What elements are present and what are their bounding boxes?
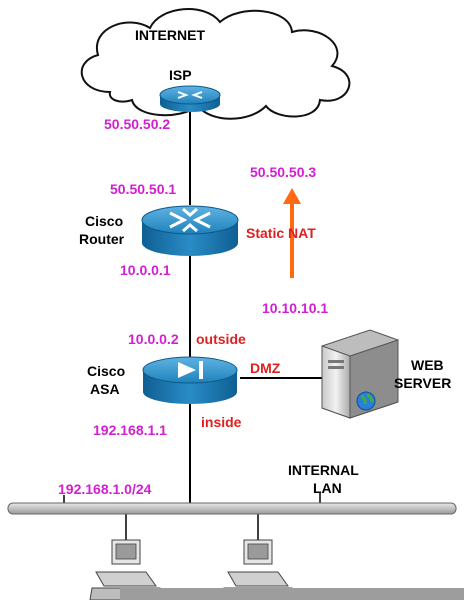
asa-dmz-label: DMZ xyxy=(250,360,281,376)
router-name-2: Router xyxy=(79,231,125,247)
asa-outside-ip: 10.0.0.2 xyxy=(128,331,179,347)
asa-inside-label: inside xyxy=(201,414,242,430)
asa-inside-ip: 192.168.1.1 xyxy=(93,422,167,438)
router-name-1: Cisco xyxy=(85,213,124,229)
links xyxy=(63,108,322,540)
static-nat-arrow xyxy=(283,188,301,278)
router-outside-ip: 50.50.50.1 xyxy=(110,181,177,197)
lan-label-1: INTERNAL xyxy=(288,462,359,478)
lan-label-2: LAN xyxy=(313,480,342,496)
asa-outside-label: outside xyxy=(196,331,246,347)
router-inside-ip: 10.0.0.1 xyxy=(120,262,171,278)
asa-name-1: Cisco xyxy=(87,363,126,379)
cloud-title: INTERNET xyxy=(135,27,205,43)
isp-ip: 50.50.50.2 xyxy=(104,116,171,132)
nat-private-ip: 10.10.10.1 xyxy=(262,300,329,316)
asa-name-2: ASA xyxy=(90,381,120,397)
bottom-bar xyxy=(120,588,464,600)
web-server-label-2: SERVER xyxy=(394,375,452,391)
cisco-asa-icon xyxy=(142,356,238,404)
web-server-label-1: WEB xyxy=(411,357,444,373)
isp-router-icon xyxy=(159,85,221,112)
nat-label: Static NAT xyxy=(246,225,316,241)
lan-bus xyxy=(7,502,457,515)
nat-public-ip: 50.50.50.3 xyxy=(250,164,317,180)
cisco-router-icon xyxy=(141,205,239,256)
isp-label: ISP xyxy=(169,67,192,83)
lan-subnet: 192.168.1.0/24 xyxy=(58,481,152,497)
web-server-icon xyxy=(321,329,399,419)
